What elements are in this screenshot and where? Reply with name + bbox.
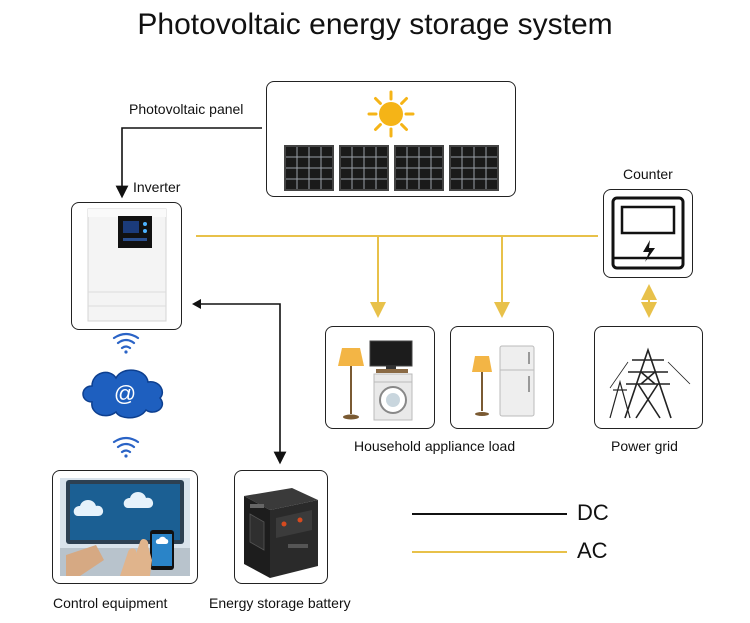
page-title: Photovoltaic energy storage system — [137, 8, 613, 41]
lamp-icon — [338, 348, 364, 420]
tv-icon — [369, 340, 413, 373]
legend-ac-label: AC — [577, 538, 608, 563]
ac-line-bus — [196, 235, 598, 318]
wifi-icon-2 — [112, 436, 140, 458]
pylon-icon — [609, 347, 691, 419]
lamp-icon-2 — [472, 356, 492, 416]
inverter-icon — [87, 208, 167, 322]
dc-line-pv-to-inverter — [115, 127, 262, 199]
washer-icon — [373, 373, 413, 421]
solar-panel-icon — [284, 145, 499, 191]
battery-label: Energy storage battery — [209, 595, 351, 611]
cloud-icon: @ — [82, 369, 164, 419]
legend-dc-label: DC — [577, 500, 609, 525]
control-equipment-label: Control equipment — [53, 595, 168, 611]
household-load-label: Household appliance load — [354, 438, 516, 454]
meter-icon — [611, 196, 685, 270]
fridge-icon — [499, 345, 535, 417]
inverter-label: Inverter — [133, 179, 181, 195]
power-grid-label: Power grid — [611, 438, 678, 454]
battery-icon — [244, 488, 318, 578]
counter-label: Counter — [623, 166, 673, 182]
pv-panel-label: Photovoltaic panel — [129, 101, 244, 117]
tablet-icon — [60, 478, 190, 576]
sun-icon — [367, 90, 415, 138]
legend — [412, 513, 567, 553]
wifi-icon — [112, 332, 140, 354]
dc-line-inverter-battery — [192, 299, 287, 465]
network-at-symbol: @ — [114, 381, 136, 406]
